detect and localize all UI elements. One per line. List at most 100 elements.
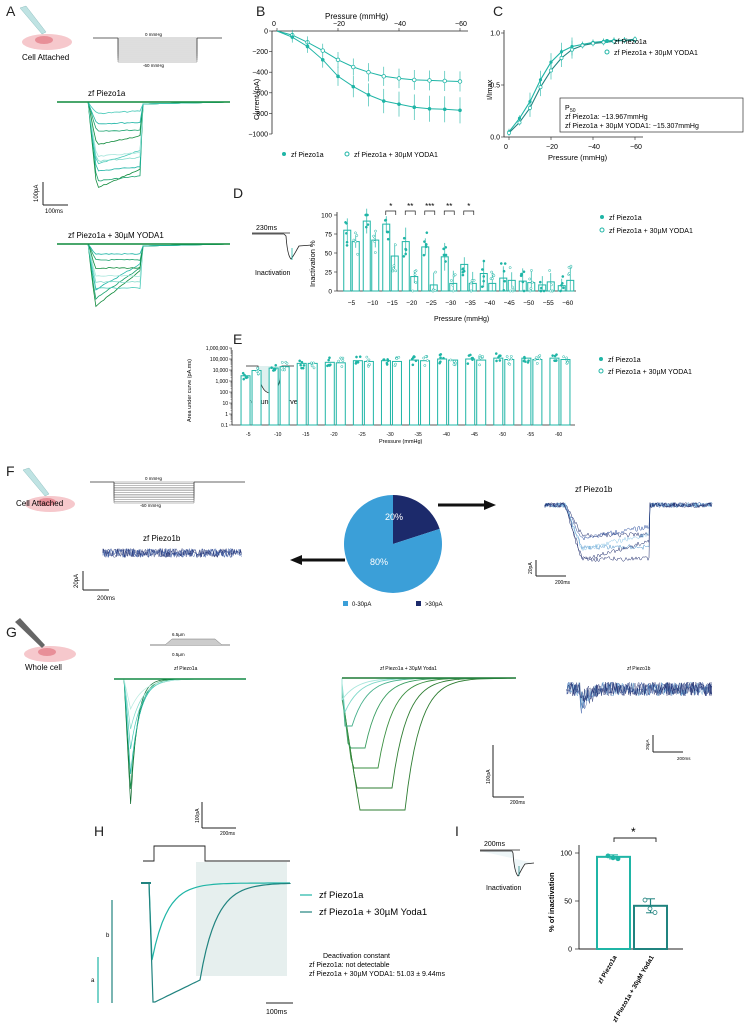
c-point xyxy=(570,47,574,52)
c-point xyxy=(622,38,627,43)
pie-chart xyxy=(343,495,442,593)
i-ylabel: % of inactivation xyxy=(547,872,556,932)
e-point xyxy=(274,363,278,367)
f-scale-x: 200ms xyxy=(97,596,115,602)
whole-cell-sweep xyxy=(341,677,517,811)
b-point xyxy=(320,48,325,53)
whole-cell-sweep xyxy=(341,677,517,749)
h-label-a: a xyxy=(91,978,95,984)
protocol-step xyxy=(117,38,198,45)
e-point xyxy=(272,369,275,372)
d-point xyxy=(392,264,396,268)
e-bar xyxy=(279,366,290,426)
d-point xyxy=(528,289,532,293)
whole-cell-sweep xyxy=(114,678,246,750)
b-point xyxy=(381,99,386,103)
pie-legend-1: 0-30pA xyxy=(352,602,371,608)
d-point xyxy=(414,281,418,284)
deact-title: Deactivation constant xyxy=(323,953,390,960)
d-point xyxy=(499,262,503,265)
h-scale-x: 100ms xyxy=(266,1009,288,1016)
g-scale-x3: 200ms xyxy=(677,756,691,761)
d-ylabel: Inactivation % xyxy=(308,240,317,287)
d-xtick-label: −10 xyxy=(367,300,378,307)
whole-cell-illustration xyxy=(15,618,76,662)
current-traces-piezo1a xyxy=(57,101,231,188)
d-point xyxy=(442,253,446,257)
pie-label-20: 20% xyxy=(385,512,403,522)
d-point xyxy=(422,253,426,257)
d-point xyxy=(559,289,562,293)
c-point xyxy=(580,43,585,48)
e-point xyxy=(538,354,542,357)
noise-trace xyxy=(102,548,242,559)
d-point xyxy=(462,269,466,273)
e-legend-2: zf Piezo1a + 30µM YODA1 xyxy=(608,369,692,376)
protocol-bottom-a: -60 mmHg xyxy=(143,63,165,68)
panel-a: Cell Attached 0 mmHg -60 mmHg zf Piezo1a… xyxy=(19,5,231,308)
p50-sub: 50 xyxy=(570,108,576,114)
d-sig-star: ** xyxy=(446,202,452,211)
pie-legend-swatch-1 xyxy=(343,601,348,606)
b-point xyxy=(397,102,401,106)
e-point xyxy=(497,355,500,359)
d-legend-marker-2 xyxy=(599,227,605,233)
p50-line-1: zf Piezo1a: −13.967mmHg xyxy=(565,114,648,121)
d-point xyxy=(425,231,429,235)
d-point xyxy=(413,270,417,273)
trace-title-piezo1a-yoda1: zf Piezo1a + 30µM YODA1 xyxy=(68,231,164,240)
e-bar xyxy=(560,359,571,426)
d-point xyxy=(391,267,395,270)
panel-label-g: G xyxy=(6,624,17,640)
e-point xyxy=(527,359,530,363)
current-sweep xyxy=(57,243,231,300)
d-ytick-label: 25 xyxy=(325,270,333,277)
c-point xyxy=(601,40,606,45)
e-point xyxy=(534,356,538,360)
d-point xyxy=(345,231,348,235)
d-sig-star: ** xyxy=(407,202,413,211)
current-sweep xyxy=(57,101,231,172)
e-point xyxy=(509,355,513,358)
e-xtick-label: -60 xyxy=(555,432,562,438)
g-scale-x2: 200ms xyxy=(510,800,526,806)
d-ytick-label: 75 xyxy=(325,232,333,239)
i-point xyxy=(610,855,616,861)
d-point xyxy=(539,289,543,293)
e-point xyxy=(299,363,303,367)
e-ytick-label: 100 xyxy=(220,390,229,396)
d-xtick-label: −60 xyxy=(562,300,573,307)
i-ytick-label: 0 xyxy=(568,947,572,954)
e-point xyxy=(423,364,427,367)
d-point xyxy=(404,252,408,256)
d-point xyxy=(529,287,533,290)
e-point xyxy=(470,356,474,360)
e-point xyxy=(242,377,246,381)
deact-line-1: zf Piezo1a: not detectable xyxy=(309,962,390,969)
panel-label-c: C xyxy=(493,3,503,19)
b-xtick-label: −60 xyxy=(455,21,467,28)
panel-label-a: A xyxy=(6,3,16,19)
d-xtick-label: −45 xyxy=(504,300,515,307)
current-sweep xyxy=(57,101,231,182)
d-point xyxy=(355,234,359,237)
i-inset-label: Inactivation xyxy=(486,885,522,892)
e-xtick-label: -25 xyxy=(358,432,365,438)
i-bar xyxy=(596,855,631,951)
g-scale-y1: 100pA xyxy=(195,808,201,823)
e-point xyxy=(438,353,442,357)
c-point xyxy=(517,116,522,120)
d-point xyxy=(451,289,455,293)
current-sweep xyxy=(57,243,231,290)
b-xtick-label: 0 xyxy=(272,21,276,28)
b-point xyxy=(305,44,310,49)
b-point xyxy=(351,64,356,70)
d-point xyxy=(444,260,447,263)
e-ytick-label: 100,000 xyxy=(210,357,228,363)
d-point xyxy=(345,240,349,244)
d-sig-star: *** xyxy=(425,202,434,211)
d-point xyxy=(356,252,359,256)
g-scale-y2: 100pA xyxy=(486,769,492,784)
d-point xyxy=(434,270,437,274)
b-point xyxy=(366,69,371,75)
